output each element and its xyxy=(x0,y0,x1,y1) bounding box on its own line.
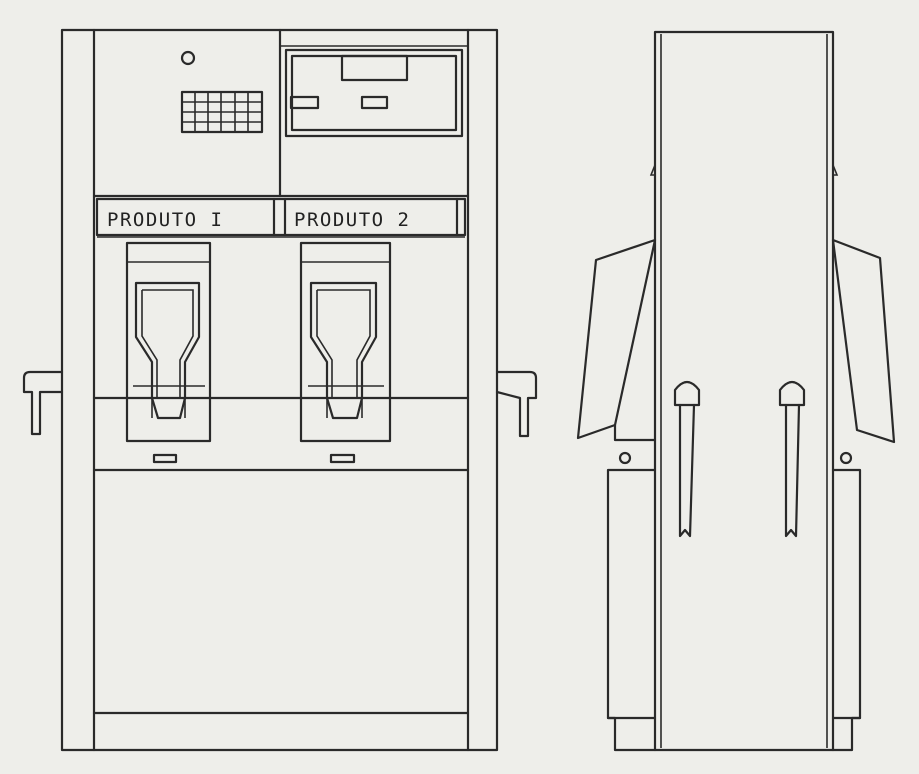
nozzle-handle-slot-1 xyxy=(152,453,178,464)
side-central-column xyxy=(653,30,835,752)
side-left-bolt-icon xyxy=(618,451,632,465)
side-left-cabinet xyxy=(606,468,657,752)
right-hose-hook xyxy=(495,370,538,438)
side-view xyxy=(576,30,896,752)
side-right-wing xyxy=(831,238,896,444)
nozzle-holster-1 xyxy=(125,241,212,464)
display-slot-left xyxy=(289,95,320,110)
side-nozzle-1-icon xyxy=(673,380,701,538)
front-view: PRODUTO I PRODUTO 2 xyxy=(22,28,538,752)
display-window xyxy=(340,54,409,82)
display-slot-right xyxy=(360,95,389,110)
left-hose-hook xyxy=(22,370,64,436)
side-right-cabinet xyxy=(831,468,862,752)
product-1-label: PRODUTO I xyxy=(107,209,223,231)
nozzle-handle-slot-2 xyxy=(329,453,356,464)
side-left-wing xyxy=(576,238,657,440)
nozzle-holster-2 xyxy=(299,241,392,464)
side-left-wing-base xyxy=(613,423,657,442)
display-panel xyxy=(284,48,464,138)
indicator-light-icon xyxy=(180,50,196,66)
product-label-band: PRODUTO I PRODUTO 2 xyxy=(95,197,467,238)
product-2-label: PRODUTO 2 xyxy=(294,209,410,231)
side-right-bolt-icon xyxy=(839,451,853,465)
side-nozzle-2-icon xyxy=(778,380,806,538)
keypad-icon xyxy=(180,90,264,134)
